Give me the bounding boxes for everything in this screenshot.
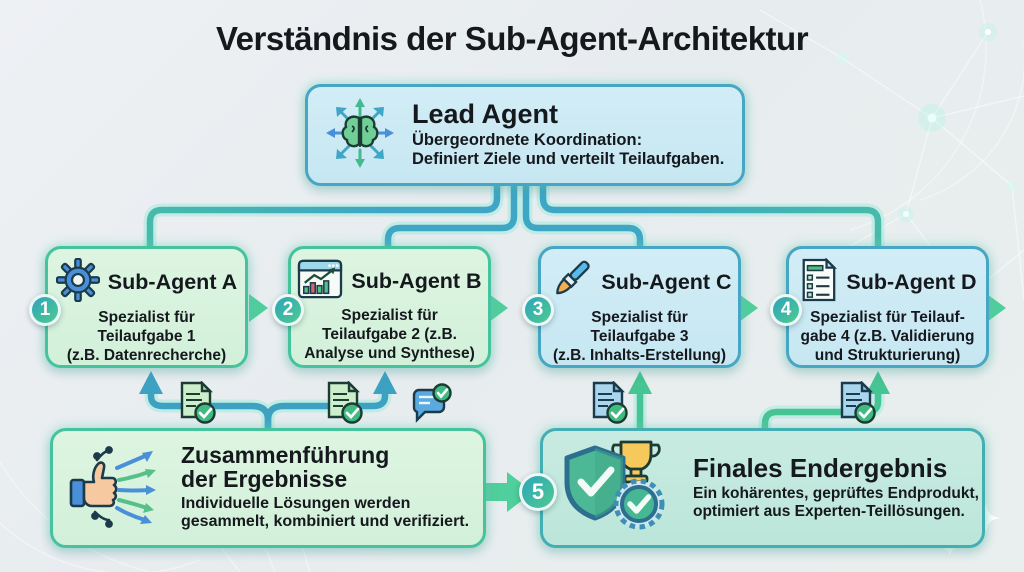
sub-agent-d-desc: Spezialist für Teilauf- gabe 4 (z.B. Val…	[800, 309, 975, 364]
sub-agent-a-card: Sub-Agent A Spezialist für Teilaufgabe 1…	[45, 246, 248, 368]
shield-trophy-medal-icon	[559, 436, 677, 541]
sub-agent-d-card: Sub-Agent D Spezialist für Teilauf- gabe…	[786, 246, 989, 368]
sub-agent-b-desc: Spezialist für Teilaufgabe 2 (z.B. Analy…	[304, 307, 475, 362]
lead-agent-title: Lead Agent	[412, 99, 559, 130]
step-badge-3: 3	[522, 294, 554, 326]
document-check-icon	[838, 380, 878, 432]
document-check-icon	[178, 380, 218, 432]
gear-icon	[55, 257, 100, 307]
paintbrush-icon	[547, 258, 593, 307]
brain-network-icon	[324, 94, 396, 177]
final-result-title: Finales Endergebnis	[693, 452, 948, 483]
sub-agent-c-title: Sub-Agent C	[601, 270, 732, 294]
chart-window-icon	[297, 258, 343, 305]
sub-agent-c-desc: Spezialist für Teilaufgabe 3 (z.B. Inhal…	[552, 309, 727, 364]
sub-agent-b-title: Sub-Agent B	[351, 269, 482, 293]
checklist-doc-icon	[798, 257, 838, 307]
merge-results-card: Zusammenführung der Ergebnisse Individue…	[50, 428, 486, 548]
final-result-desc: Ein kohärentes, geprüftes Endprodukt, op…	[693, 484, 979, 521]
step-badge-1: 1	[29, 294, 61, 326]
thumbs-up-circuit-icon	[69, 442, 165, 535]
step-badge-4: 4	[770, 294, 802, 326]
sub-agent-d-title: Sub-Agent D	[846, 270, 977, 294]
lead-agent-card: Lead Agent Übergeordnete Koordination: D…	[305, 84, 745, 186]
step-badge-5: 5	[519, 473, 557, 511]
sub-agent-a-desc: Spezialist für Teilaufgabe 1 (z.B. Daten…	[66, 309, 227, 364]
document-check-icon	[325, 380, 365, 432]
page-title: Verständnis der Sub-Agent-Architektur	[215, 20, 809, 57]
sub-agent-a-title: Sub-Agent A	[107, 270, 238, 294]
step-badge-2: 2	[272, 294, 304, 326]
chat-check-icon	[410, 383, 452, 430]
lead-agent-subtitle: Übergeordnete Koordination: Definiert Zi…	[412, 130, 725, 169]
final-result-card: Finales Endergebnis Ein kohärentes, gepr…	[540, 428, 985, 548]
lead-to-subagent-connectors	[146, 186, 882, 247]
merge-results-desc: Individuelle Lösungen werden gesammelt, …	[181, 494, 470, 531]
sub-agent-c-card: Sub-Agent C Spezialist für Teilaufgabe 3…	[538, 246, 741, 368]
document-check-icon	[590, 380, 630, 432]
sub-agent-b-card: Sub-Agent B Spezialist für Teilaufgabe 2…	[288, 246, 491, 368]
merge-results-title: Zusammenführung der Ergebnisse	[181, 441, 390, 492]
